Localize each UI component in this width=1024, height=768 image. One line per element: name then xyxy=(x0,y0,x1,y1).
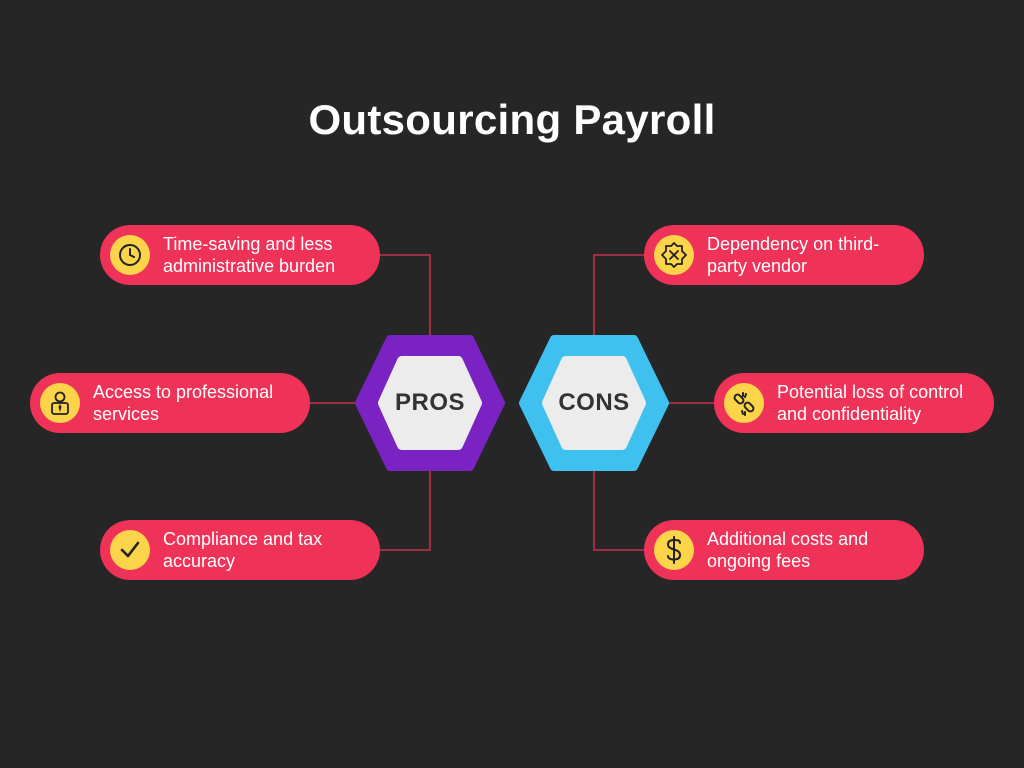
cons-item-3: Additional costs and ongoing fees xyxy=(644,520,924,580)
cancel-x-icon xyxy=(654,235,694,275)
cons-item-2-text: Potential loss of control and confidenti… xyxy=(777,382,964,424)
pros-item-1-text: Time-saving and less administrative burd… xyxy=(163,234,336,276)
clock-icon xyxy=(110,235,150,275)
pros-label: PROS xyxy=(394,389,465,416)
connector-pros-bottom xyxy=(380,469,431,551)
cons-label: CONS xyxy=(558,389,630,416)
pros-item-1: Time-saving and less administrative burd… xyxy=(100,225,380,285)
cons-hexagon: CONS xyxy=(519,335,669,471)
connector-cons-top xyxy=(593,254,644,337)
broken-link-icon xyxy=(724,383,764,423)
dollar-sign-icon xyxy=(654,530,694,570)
checkmark-icon xyxy=(110,530,150,570)
connector-pros-top xyxy=(380,254,431,337)
pros-item-2-text: Access to professional services xyxy=(93,382,274,424)
cons-item-3-text: Additional costs and ongoing fees xyxy=(707,529,869,571)
professional-person-icon xyxy=(40,383,80,423)
connector-cons-bottom xyxy=(593,469,644,551)
pros-item-3: Compliance and tax accuracy xyxy=(100,520,380,580)
pros-hexagon: PROS xyxy=(355,335,505,471)
diagram-title: Outsourcing Payroll xyxy=(308,96,716,143)
cons-item-2: Potential loss of control and confidenti… xyxy=(714,373,994,433)
pros-item-3-text: Compliance and tax accuracy xyxy=(163,529,323,571)
cons-item-1-text: Dependency on third-party vendor xyxy=(707,234,880,276)
cons-item-1: Dependency on third-party vendor xyxy=(644,225,924,285)
pros-item-2: Access to professional services xyxy=(30,373,310,433)
